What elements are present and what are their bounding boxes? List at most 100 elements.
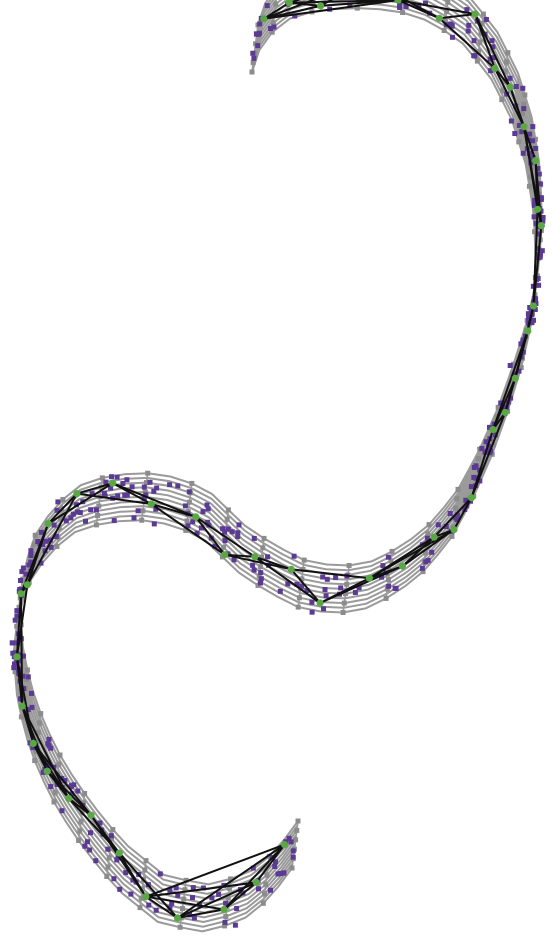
graph-edge: [532, 225, 543, 307]
sample-point: [539, 248, 545, 254]
sample-point: [530, 155, 536, 161]
sample-point: [48, 784, 54, 790]
sample-point: [117, 886, 123, 892]
sample-point: [19, 569, 25, 575]
grid-node: [57, 752, 63, 758]
sample-point: [88, 507, 94, 513]
sample-point: [250, 865, 256, 871]
grid-node: [141, 498, 147, 504]
landmark-node: [489, 426, 497, 434]
sample-point: [525, 311, 531, 317]
graph-edge: [224, 553, 255, 558]
sample-point: [9, 640, 15, 646]
grid-node: [270, 20, 276, 26]
graph-edge: [47, 482, 114, 525]
sample-point: [68, 784, 74, 790]
grid-node: [184, 518, 190, 524]
grid-node: [299, 576, 305, 582]
landmark-node: [73, 490, 81, 498]
graph-edge: [176, 843, 286, 919]
graph-edge: [145, 881, 257, 898]
sample-point: [85, 839, 90, 845]
grid-node: [140, 508, 146, 514]
grid-node: [455, 486, 461, 492]
sample-point: [268, 887, 273, 893]
sample-point: [527, 305, 533, 310]
sample-point: [29, 690, 34, 696]
sample-point: [535, 245, 541, 251]
graph-edge: [112, 482, 152, 505]
sample-point: [46, 736, 52, 742]
grid-line-u: [14, 0, 539, 919]
sample-point: [236, 522, 242, 528]
landmark-node: [435, 14, 443, 22]
sample-point: [512, 131, 518, 136]
sample-point: [508, 118, 514, 124]
sample-point: [194, 530, 200, 536]
sample-point: [258, 576, 264, 582]
grid-node: [518, 365, 524, 371]
grid-node: [257, 564, 263, 570]
sample-point: [530, 124, 536, 130]
sample-point: [47, 537, 53, 543]
grid-node: [105, 864, 111, 870]
grid-node: [177, 924, 183, 930]
grid-node: [260, 545, 266, 551]
landmark-node: [43, 767, 51, 775]
landmark-node: [511, 374, 519, 382]
grid-node: [104, 874, 110, 879]
sample-point: [536, 282, 542, 288]
landmark-node: [501, 408, 509, 417]
sample-point: [449, 23, 455, 28]
sample-point: [423, 0, 428, 6]
sample-point: [256, 886, 261, 892]
sample-point: [21, 653, 26, 659]
grid-node: [228, 876, 234, 882]
grid-node: [346, 563, 352, 568]
landmark-node: [18, 702, 26, 710]
sample-point: [380, 563, 386, 569]
sample-point: [20, 673, 26, 679]
sample-point: [89, 491, 95, 497]
sample-point: [286, 835, 292, 841]
grid-node: [474, 58, 480, 64]
sample-point: [385, 554, 391, 560]
sample-point: [153, 506, 159, 512]
grid-node: [250, 60, 256, 66]
grid-node: [480, 11, 486, 17]
graph-edge: [291, 568, 370, 580]
sample-point: [386, 583, 392, 589]
grid-node: [476, 456, 481, 462]
sample-point: [479, 445, 485, 451]
sample-point: [447, 511, 453, 516]
sample-point: [200, 885, 206, 891]
sample-point: [491, 55, 497, 61]
sample-point: [40, 769, 46, 775]
sample-point: [14, 613, 20, 619]
sample-point: [186, 489, 192, 495]
sample-point: [281, 870, 287, 876]
sample-point: [535, 166, 541, 171]
grid-node: [256, 573, 262, 579]
grid-node: [60, 497, 66, 502]
landmark-node: [17, 590, 25, 598]
sample-point: [520, 349, 526, 355]
grid-node: [264, 872, 270, 878]
sample-point: [103, 479, 109, 485]
sample-point: [498, 400, 504, 406]
sample-points: [9, 0, 546, 928]
sample-point: [167, 887, 173, 893]
grid-line-u: [13, 7, 537, 933]
sample-point: [20, 565, 26, 571]
sample-point: [466, 22, 472, 28]
sample-point: [535, 224, 541, 230]
sample-point: [54, 507, 60, 513]
grid-node: [182, 887, 188, 893]
grid-node: [522, 92, 528, 98]
sample-point: [77, 510, 83, 515]
grid-node: [526, 183, 532, 189]
sample-point: [30, 745, 36, 751]
graph-edge: [224, 553, 292, 571]
landmark-node: [506, 83, 514, 91]
